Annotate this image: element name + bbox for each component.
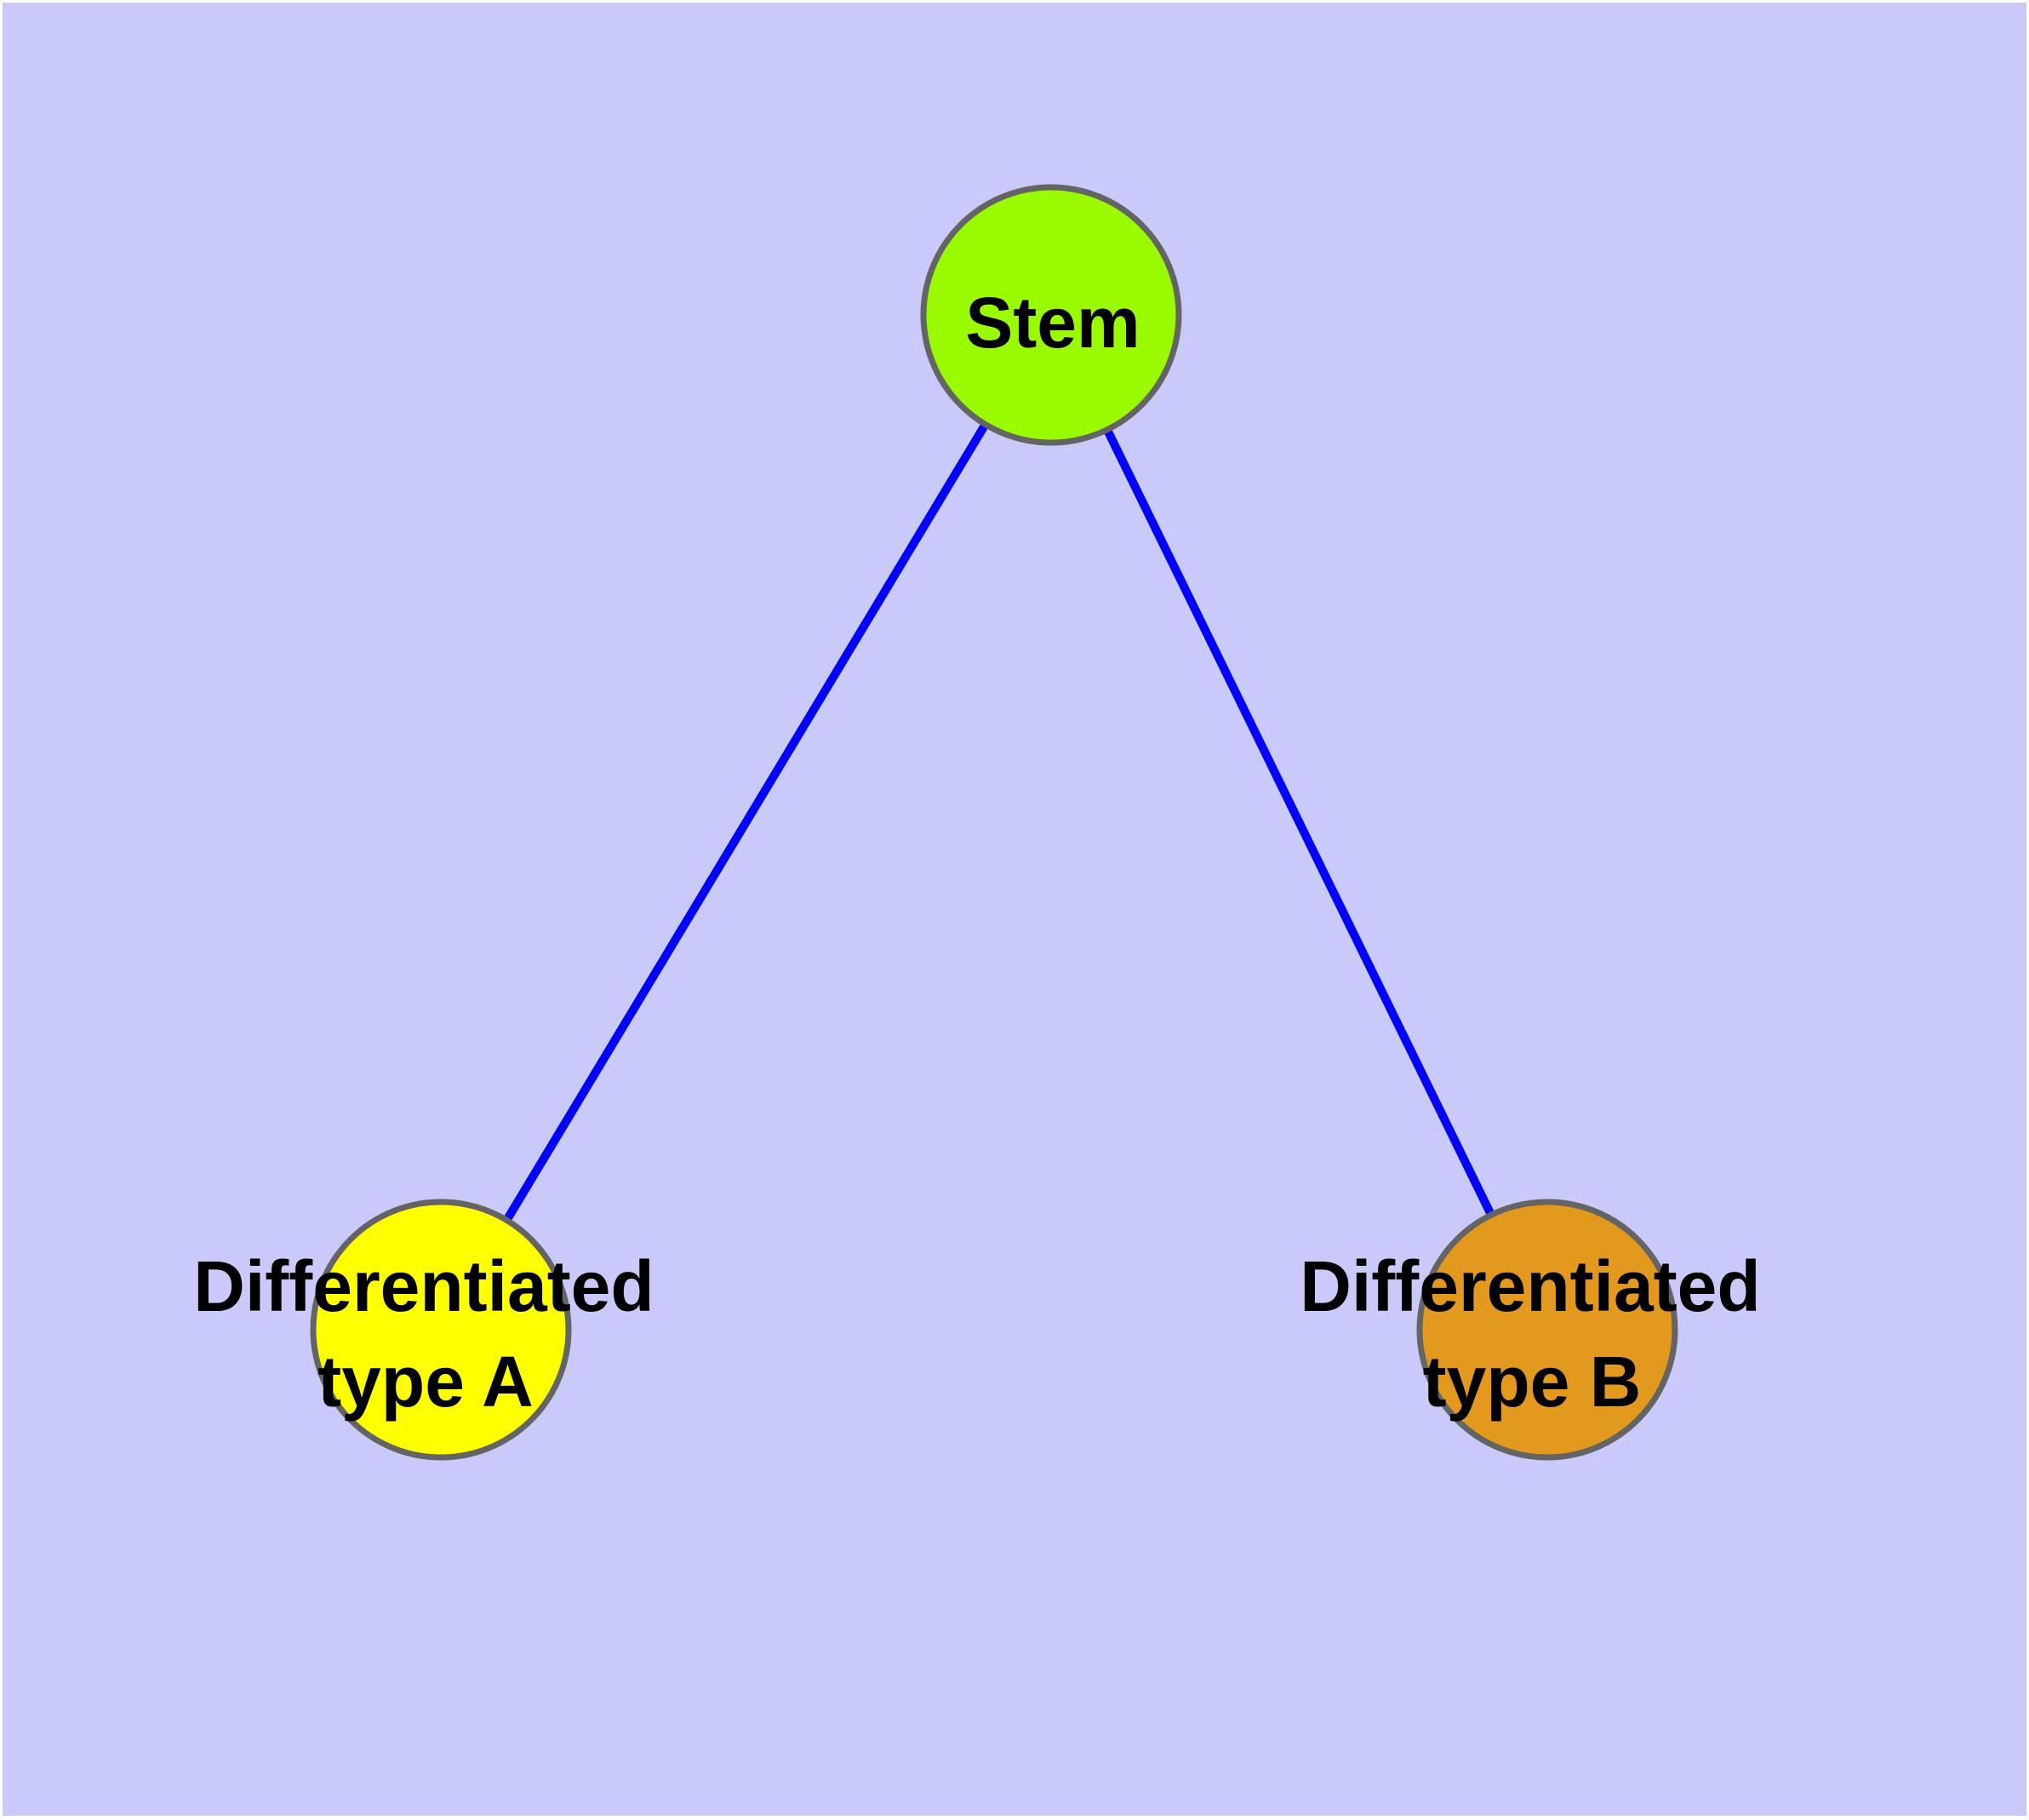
node-type-a-label-line1: Differentiated [193, 1246, 654, 1326]
node-type-b-label-line2: type B [1423, 1342, 1642, 1422]
edge-stem-to-type-b [1047, 312, 1552, 1332]
edge-stem-to-type-a [437, 312, 1055, 1332]
node-type-b-label-line1: Differentiated [1300, 1246, 1760, 1326]
node-differentiated-type-b [1416, 1199, 1678, 1461]
node-differentiated-type-a [310, 1199, 572, 1461]
node-stem [920, 184, 1182, 446]
node-type-a-label-line2: type A [317, 1342, 534, 1422]
node-stem-label: Stem [965, 283, 1140, 363]
